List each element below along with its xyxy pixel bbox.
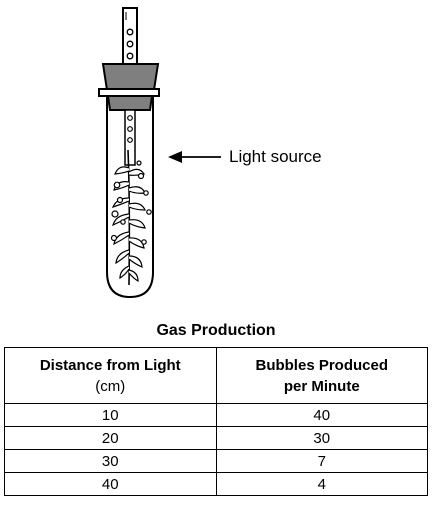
stopper-top [101,63,160,91]
table-row: 30 7 [4,449,428,473]
table-row: 40 4 [4,472,428,496]
table-header-row: Distance from Light (cm) Bubbles Produce… [4,347,428,404]
test-tube-diagram [98,7,221,299]
header-bubbles-line2: per Minute [283,377,360,395]
table-row: 20 30 [4,426,428,450]
inner-tube [124,109,136,166]
cell-bubbles: 7 [215,449,428,473]
table-title: Gas Production [156,322,276,339]
cell-distance: 20 [4,426,217,450]
header-bubbles-line1: Bubbles Produced [255,356,389,374]
glass-tube [122,7,138,69]
column-header-bubbles: Bubbles Produced per Minute [215,347,428,404]
header-distance-line1: Distance from Light [39,356,181,374]
cell-bubbles: 4 [215,472,428,496]
stopper-bottom [106,95,154,111]
gas-bubbles [110,160,152,245]
cell-distance: 10 [4,403,217,427]
cell-distance: 40 [4,472,217,496]
cell-bubbles: 40 [215,403,428,427]
gas-production-table: Distance from Light (cm) Bubbles Produce… [4,347,428,496]
column-header-distance: Distance from Light (cm) [4,347,217,404]
header-distance-line2: (cm) [95,377,126,395]
tube-lip [98,88,160,97]
arrow-left-icon [168,151,221,163]
table-row: 10 40 [4,403,428,427]
cell-bubbles: 30 [215,426,428,450]
cell-distance: 30 [4,449,217,473]
light-source-label: Light source [229,147,322,166]
aquatic-plant [111,149,146,286]
